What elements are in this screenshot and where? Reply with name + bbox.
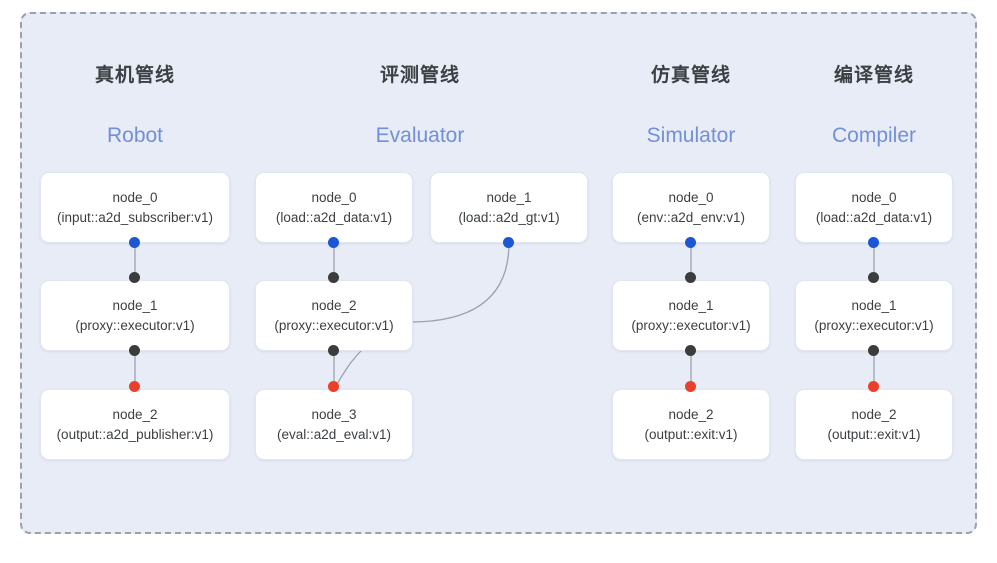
column-title-cn-evaluator: 评测管线: [379, 65, 460, 86]
node-label-type: (output::exit:v1): [827, 426, 921, 442]
column-header-simulator: 仿真管线 Simulator: [596, 60, 786, 148]
port-in-robot-node_1[interactable]: [129, 272, 140, 283]
port-in-compiler-node_1[interactable]: [868, 272, 879, 283]
node-label-type: (load::a2d_data:v1): [275, 209, 393, 225]
port-out-simulator-node_0[interactable]: [685, 237, 696, 248]
node-simulator-node_0[interactable]: node_0 (env::a2d_env:v1): [612, 172, 770, 243]
node-label-type: (load::a2d_gt:v1): [458, 209, 560, 225]
node-label-name: node_0: [668, 189, 714, 205]
port-out-compiler-node_1[interactable]: [868, 345, 879, 356]
column-title-en-simulator: Simulator: [646, 124, 736, 147]
node-label-name: node_2: [668, 406, 714, 422]
port-in-compiler-node_2[interactable]: [868, 381, 879, 392]
node-label-type: (load::a2d_data:v1): [815, 209, 933, 225]
port-in-simulator-node_1[interactable]: [685, 272, 696, 283]
node-label-type: (proxy::executor:v1): [75, 317, 195, 333]
node-label-name: node_1: [668, 297, 714, 313]
node-label-type: (output::exit:v1): [644, 426, 738, 442]
column-header-compiler: 编译管线 Compiler: [779, 60, 969, 148]
column-header-robot: 真机管线 Robot: [40, 60, 230, 148]
node-label-name: node_1: [851, 297, 897, 313]
node-label-name: node_2: [112, 406, 158, 422]
node-label-name: node_1: [112, 297, 158, 313]
node-simulator-node_1[interactable]: node_1 (proxy::executor:v1): [612, 280, 770, 351]
port-out-evaluator-node_2[interactable]: [328, 345, 339, 356]
port-out-compiler-node_0[interactable]: [868, 237, 879, 248]
node-label-name: node_2: [851, 406, 897, 422]
node-compiler-node_2[interactable]: node_2 (output::exit:v1): [795, 389, 953, 460]
node-robot-node_1[interactable]: node_1 (proxy::executor:v1): [40, 280, 230, 351]
node-label-type: (proxy::executor:v1): [814, 317, 934, 333]
node-label-name: node_0: [112, 189, 158, 205]
node-label-name: node_0: [851, 189, 897, 205]
port-in-simulator-node_2[interactable]: [685, 381, 696, 392]
column-title-cn-simulator: 仿真管线: [650, 65, 731, 86]
node-label-type: (proxy::executor:v1): [631, 317, 751, 333]
column-title-en-robot: Robot: [106, 124, 164, 147]
port-out-evaluator-node_1[interactable]: [503, 237, 514, 248]
port-out-robot-node_1[interactable]: [129, 345, 140, 356]
column-title-en-evaluator: Evaluator: [375, 124, 465, 147]
node-label-type: (env::a2d_env:v1): [636, 209, 746, 225]
node-label-type: (proxy::executor:v1): [274, 317, 394, 333]
node-robot-node_2[interactable]: node_2 (output::a2d_publisher:v1): [40, 389, 230, 460]
node-evaluator-node_3[interactable]: node_3 (eval::a2d_eval:v1): [255, 389, 413, 460]
node-label-name: node_1: [486, 189, 532, 205]
column-title-cn-compiler: 编译管线: [833, 65, 914, 86]
node-simulator-node_2[interactable]: node_2 (output::exit:v1): [612, 389, 770, 460]
port-in-robot-node_2[interactable]: [129, 381, 140, 392]
node-evaluator-node_2[interactable]: node_2 (proxy::executor:v1): [255, 280, 413, 351]
node-compiler-node_1[interactable]: node_1 (proxy::executor:v1): [795, 280, 953, 351]
node-compiler-node_0[interactable]: node_0 (load::a2d_data:v1): [795, 172, 953, 243]
node-robot-node_0[interactable]: node_0 (input::a2d_subscriber:v1): [40, 172, 230, 243]
column-title-cn-robot: 真机管线: [94, 65, 175, 86]
node-label-type: (eval::a2d_eval:v1): [276, 426, 392, 442]
port-out-simulator-node_1[interactable]: [685, 345, 696, 356]
node-label-type: (input::a2d_subscriber:v1): [56, 209, 214, 225]
port-in-evaluator-node_2[interactable]: [328, 272, 339, 283]
node-label-name: node_3: [311, 406, 357, 422]
column-header-evaluator: 评测管线 Evaluator: [325, 60, 515, 148]
node-evaluator-node_1[interactable]: node_1 (load::a2d_gt:v1): [430, 172, 588, 243]
port-in-evaluator-node_3[interactable]: [328, 381, 339, 392]
node-evaluator-node_0[interactable]: node_0 (load::a2d_data:v1): [255, 172, 413, 243]
column-title-en-compiler: Compiler: [831, 124, 917, 147]
node-label-type: (output::a2d_publisher:v1): [56, 426, 214, 442]
port-out-evaluator-node_0[interactable]: [328, 237, 339, 248]
node-label-name: node_2: [311, 297, 357, 313]
port-out-robot-node_0[interactable]: [129, 237, 140, 248]
node-label-name: node_0: [311, 189, 357, 205]
